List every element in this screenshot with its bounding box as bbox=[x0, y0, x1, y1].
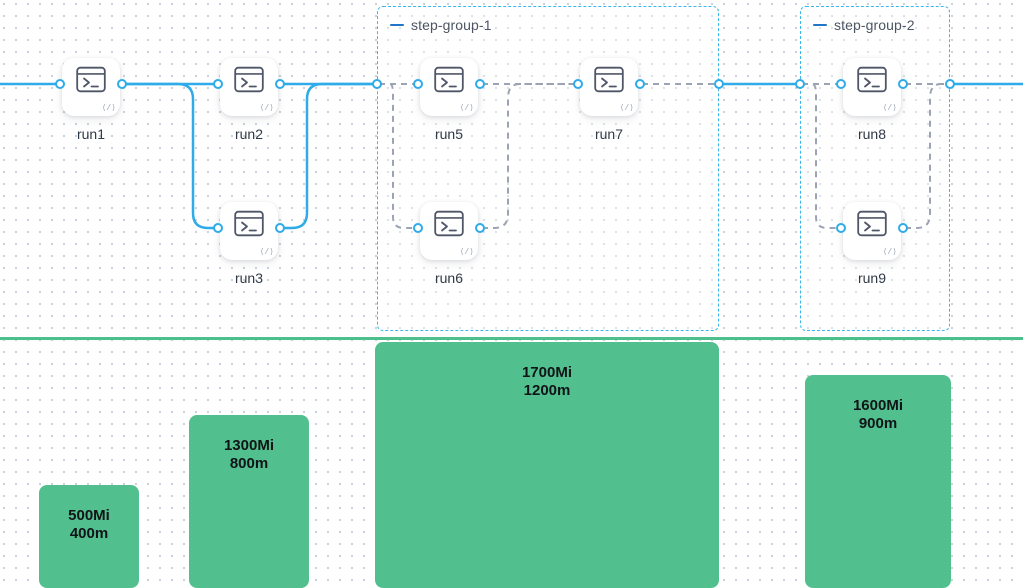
node-run1[interactable]: ⟨/⟩ bbox=[62, 58, 120, 116]
node-label-run5: run5 bbox=[434, 126, 464, 142]
node-label-run7: run7 bbox=[594, 126, 624, 142]
resource-label: 1700Mi 1200m bbox=[521, 364, 573, 399]
code-icon: ⟨/⟩ bbox=[619, 104, 634, 113]
code-icon: ⟨/⟩ bbox=[259, 248, 274, 257]
terminal-icon bbox=[857, 66, 887, 98]
junction-group2-out[interactable] bbox=[945, 79, 955, 89]
bar-run2-run3: 1300Mi 800m bbox=[189, 415, 309, 588]
collapse-toggle-icon[interactable] bbox=[390, 23, 404, 27]
bar-step-group-2: 1600Mi 900m bbox=[805, 375, 951, 588]
port-in-run3[interactable] bbox=[213, 223, 223, 233]
group-header-step-group-1: step-group-1 bbox=[390, 17, 492, 33]
port-out-run9[interactable] bbox=[898, 223, 908, 233]
node-run5[interactable]: ⟨/⟩ bbox=[420, 58, 478, 116]
port-out-run6[interactable] bbox=[475, 223, 485, 233]
port-out-run3[interactable] bbox=[275, 223, 285, 233]
port-out-run5[interactable] bbox=[475, 79, 485, 89]
port-in-run8[interactable] bbox=[836, 79, 846, 89]
port-out-run7[interactable] bbox=[635, 79, 645, 89]
group-label: step-group-2 bbox=[834, 17, 915, 33]
group-label: step-group-1 bbox=[411, 17, 492, 33]
port-out-run1[interactable] bbox=[117, 79, 127, 89]
terminal-icon bbox=[434, 210, 464, 242]
resource-label: 1600Mi 900m bbox=[852, 397, 904, 432]
node-label-run1: run1 bbox=[76, 126, 106, 142]
node-label-run6: run6 bbox=[434, 270, 464, 286]
node-label-run2: run2 bbox=[234, 126, 264, 142]
terminal-icon bbox=[857, 210, 887, 242]
port-out-run8[interactable] bbox=[898, 79, 908, 89]
port-in-run7[interactable] bbox=[573, 79, 583, 89]
terminal-icon bbox=[594, 66, 624, 98]
group-header-step-group-2: step-group-2 bbox=[813, 17, 915, 33]
port-in-run9[interactable] bbox=[836, 223, 846, 233]
code-icon: ⟨/⟩ bbox=[101, 104, 116, 113]
node-label-run3: run3 bbox=[234, 270, 264, 286]
resource-label: 500Mi 400m bbox=[68, 507, 110, 542]
terminal-icon bbox=[434, 66, 464, 98]
terminal-icon bbox=[76, 66, 106, 98]
resource-label: 1300Mi 800m bbox=[223, 437, 275, 472]
node-run9[interactable]: ⟨/⟩ bbox=[843, 202, 901, 260]
port-out-run2[interactable] bbox=[275, 79, 285, 89]
port-in-run1[interactable] bbox=[55, 79, 65, 89]
code-icon: ⟨/⟩ bbox=[259, 104, 274, 113]
resource-divider bbox=[0, 337, 1023, 340]
node-run3[interactable]: ⟨/⟩ bbox=[220, 202, 278, 260]
code-icon: ⟨/⟩ bbox=[882, 248, 897, 257]
bar-run1: 500Mi 400m bbox=[39, 485, 139, 588]
port-in-run5[interactable] bbox=[413, 79, 423, 89]
port-in-run2[interactable] bbox=[213, 79, 223, 89]
junction-group2-in[interactable] bbox=[795, 79, 805, 89]
port-in-run6[interactable] bbox=[413, 223, 423, 233]
junction-group1-in[interactable] bbox=[372, 79, 382, 89]
node-label-run9: run9 bbox=[857, 270, 887, 286]
code-icon: ⟨/⟩ bbox=[882, 104, 897, 113]
bar-step-group-1: 1700Mi 1200m bbox=[375, 342, 719, 588]
terminal-icon bbox=[234, 210, 264, 242]
node-run8[interactable]: ⟨/⟩ bbox=[843, 58, 901, 116]
code-icon: ⟨/⟩ bbox=[459, 104, 474, 113]
node-run2[interactable]: ⟨/⟩ bbox=[220, 58, 278, 116]
code-icon: ⟨/⟩ bbox=[459, 248, 474, 257]
terminal-icon bbox=[234, 66, 264, 98]
collapse-toggle-icon[interactable] bbox=[813, 23, 827, 27]
node-run6[interactable]: ⟨/⟩ bbox=[420, 202, 478, 260]
junction-group1-out[interactable] bbox=[714, 79, 724, 89]
node-run7[interactable]: ⟨/⟩ bbox=[580, 58, 638, 116]
node-label-run8: run8 bbox=[857, 126, 887, 142]
